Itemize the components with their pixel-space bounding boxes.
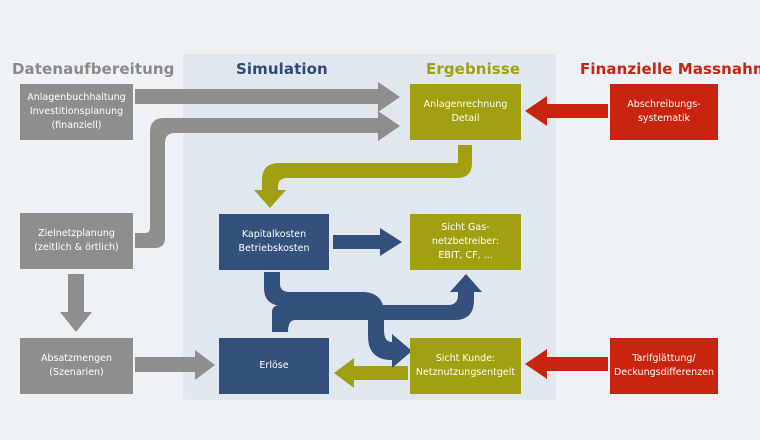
box-sicht-kunde: Sicht Kunde: Netznutzungsentgelt	[410, 338, 521, 394]
box-kapitalkosten: Kapitalkosten Betriebskosten	[219, 214, 329, 270]
box-tarifglaettung: Tarifglättung/ Deckungsdifferenzen	[610, 338, 718, 394]
arrow-blue-right	[333, 228, 402, 256]
arrow-blue-erloese	[272, 274, 482, 332]
box-kapitalkosten-label: Kapitalkosten Betriebskosten	[238, 229, 310, 254]
box-zielnetzplanung-label: Zielnetzplanung (zeitlich & örtlich)	[34, 228, 119, 253]
arrow-olive-left	[334, 358, 408, 388]
column-title-data-prep: Datenaufbereitung	[12, 60, 175, 78]
box-anlagenbuchhaltung-label: Anlagenbuchhaltung Investitionsplanung (…	[27, 92, 126, 131]
box-absatzmengen-label: Absatzmengen (Szenarien)	[40, 353, 113, 378]
arrow-red-abschreibung	[525, 96, 608, 126]
arrow-olive-curve	[254, 145, 472, 208]
box-abschreibung: Abschreibungs- systematik	[610, 84, 718, 140]
box-erloese-label: Erlöse	[259, 360, 289, 371]
arrow-blue-kapital	[264, 272, 412, 368]
box-anlagenrechnung: Anlagenrechnung Detail	[410, 84, 521, 140]
box-anlagenrechnung-label: Anlagenrechnung Detail	[423, 99, 508, 124]
box-absatzmengen: Absatzmengen (Szenarien)	[20, 338, 133, 394]
box-sicht-gasnetzbetreiber-label: Sicht Gas- netzbetreiber: EBIT, CF, ...	[431, 222, 500, 261]
column-title-financial: Finanzielle Massnahmen	[580, 60, 760, 78]
box-anlagenbuchhaltung: Anlagenbuchhaltung Investitionsplanung (…	[20, 84, 133, 140]
box-erloese: Erlöse	[219, 338, 329, 394]
box-sicht-kunde-label: Sicht Kunde: Netznutzungsentgelt	[415, 353, 516, 378]
column-title-results: Ergebnisse	[426, 60, 521, 78]
arrow-gray-zielnetz	[135, 111, 400, 248]
box-tarifglaettung-label: Tarifglättung/ Deckungsdifferenzen	[613, 353, 715, 378]
box-zielnetzplanung: Zielnetzplanung (zeitlich & örtlich)	[20, 213, 133, 269]
arrow-red-tarif	[525, 349, 608, 379]
arrow-gray-down	[60, 274, 92, 332]
column-title-simulation: Simulation	[236, 60, 328, 78]
box-abschreibung-label: Abschreibungs- systematik	[627, 99, 701, 124]
arrow-gray-absatz	[135, 350, 215, 380]
arrow-gray-top	[135, 82, 400, 112]
box-sicht-gasnetzbetreiber: Sicht Gas- netzbetreiber: EBIT, CF, ...	[410, 214, 521, 270]
